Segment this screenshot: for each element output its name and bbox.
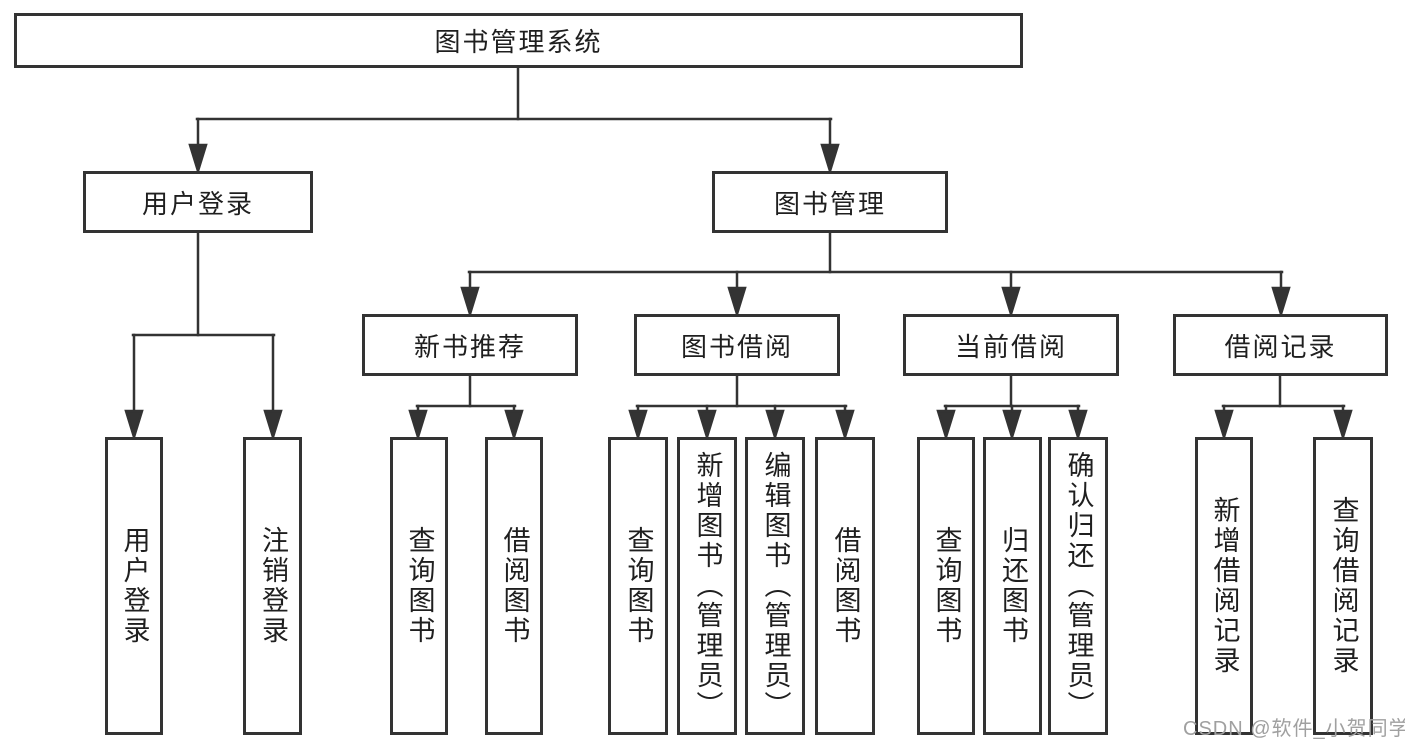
leaf-borrow-books-recommend: 借阅图书 [485, 437, 543, 735]
csdn-watermark: CSDN @软件_小贺同学 [1183, 718, 1405, 740]
node-label: 图书借阅 [680, 331, 793, 362]
leaf-add-borrow-record: 新增借阅记录 [1195, 437, 1253, 735]
node-new-book-recommend: 新书推荐 [362, 314, 578, 376]
node-label: 查询图书 [404, 526, 435, 646]
node-label: 查询图书 [623, 526, 654, 646]
node-book-borrow: 图书借阅 [634, 314, 840, 376]
leaf-confirm-return-admin: 确认归还（管理员） [1048, 437, 1108, 735]
node-label: 新增图书（管理员） [692, 451, 723, 721]
connector-records-to-leaves [1214, 374, 1353, 442]
leaf-query-books-current: 查询图书 [917, 437, 975, 735]
connector-borrow-to-leaves [628, 374, 855, 442]
leaf-add-books-admin: 新增图书（管理员） [677, 437, 737, 735]
node-user-login: 用户登录 [83, 171, 313, 233]
node-label: 用户登录 [119, 526, 150, 646]
node-current-borrow: 当前借阅 [903, 314, 1119, 376]
node-label: 注销登录 [258, 526, 288, 646]
node-label: 当前借阅 [954, 331, 1067, 362]
node-label: 确认归还（管理员） [1063, 451, 1094, 721]
connector-newbooks-to-leaves [408, 374, 524, 442]
leaf-query-books-recommend: 查询图书 [390, 437, 448, 735]
node-label: 新书推荐 [413, 331, 526, 362]
node-library-system: 图书管理系统 [14, 13, 1023, 68]
node-label: 借阅图书 [830, 526, 861, 646]
connector-root-to-level2 [188, 66, 840, 176]
node-label: 用户登录 [141, 188, 254, 219]
leaf-query-borrow-record: 查询借阅记录 [1313, 437, 1373, 735]
leaf-logout: 注销登录 [243, 437, 302, 735]
leaf-user-login: 用户登录 [105, 437, 163, 735]
node-label: 归还图书 [998, 526, 1028, 646]
node-borrow-records: 借阅记录 [1173, 314, 1388, 376]
node-label: 借阅图书 [499, 526, 530, 646]
node-book-management: 图书管理 [712, 171, 948, 233]
leaf-borrow-books: 借阅图书 [815, 437, 875, 735]
connector-bookmgmt-to-level3 [460, 231, 1291, 319]
leaf-query-books-borrow: 查询图书 [608, 437, 668, 735]
node-label: 查询图书 [931, 526, 962, 646]
node-label: 图书管理 [773, 188, 886, 219]
node-label: 编辑图书（管理员） [760, 451, 791, 721]
connector-current-to-leaves [936, 374, 1088, 442]
leaf-edit-books-admin: 编辑图书（管理员） [745, 437, 805, 735]
leaf-return-books: 归还图书 [983, 437, 1042, 735]
node-label: 查询借阅记录 [1328, 496, 1359, 676]
node-label: 新增借阅记录 [1209, 496, 1240, 676]
connector-userlogin-to-leaves [124, 231, 283, 442]
node-label: 借阅记录 [1224, 331, 1337, 362]
node-label: 图书管理系统 [434, 27, 603, 57]
